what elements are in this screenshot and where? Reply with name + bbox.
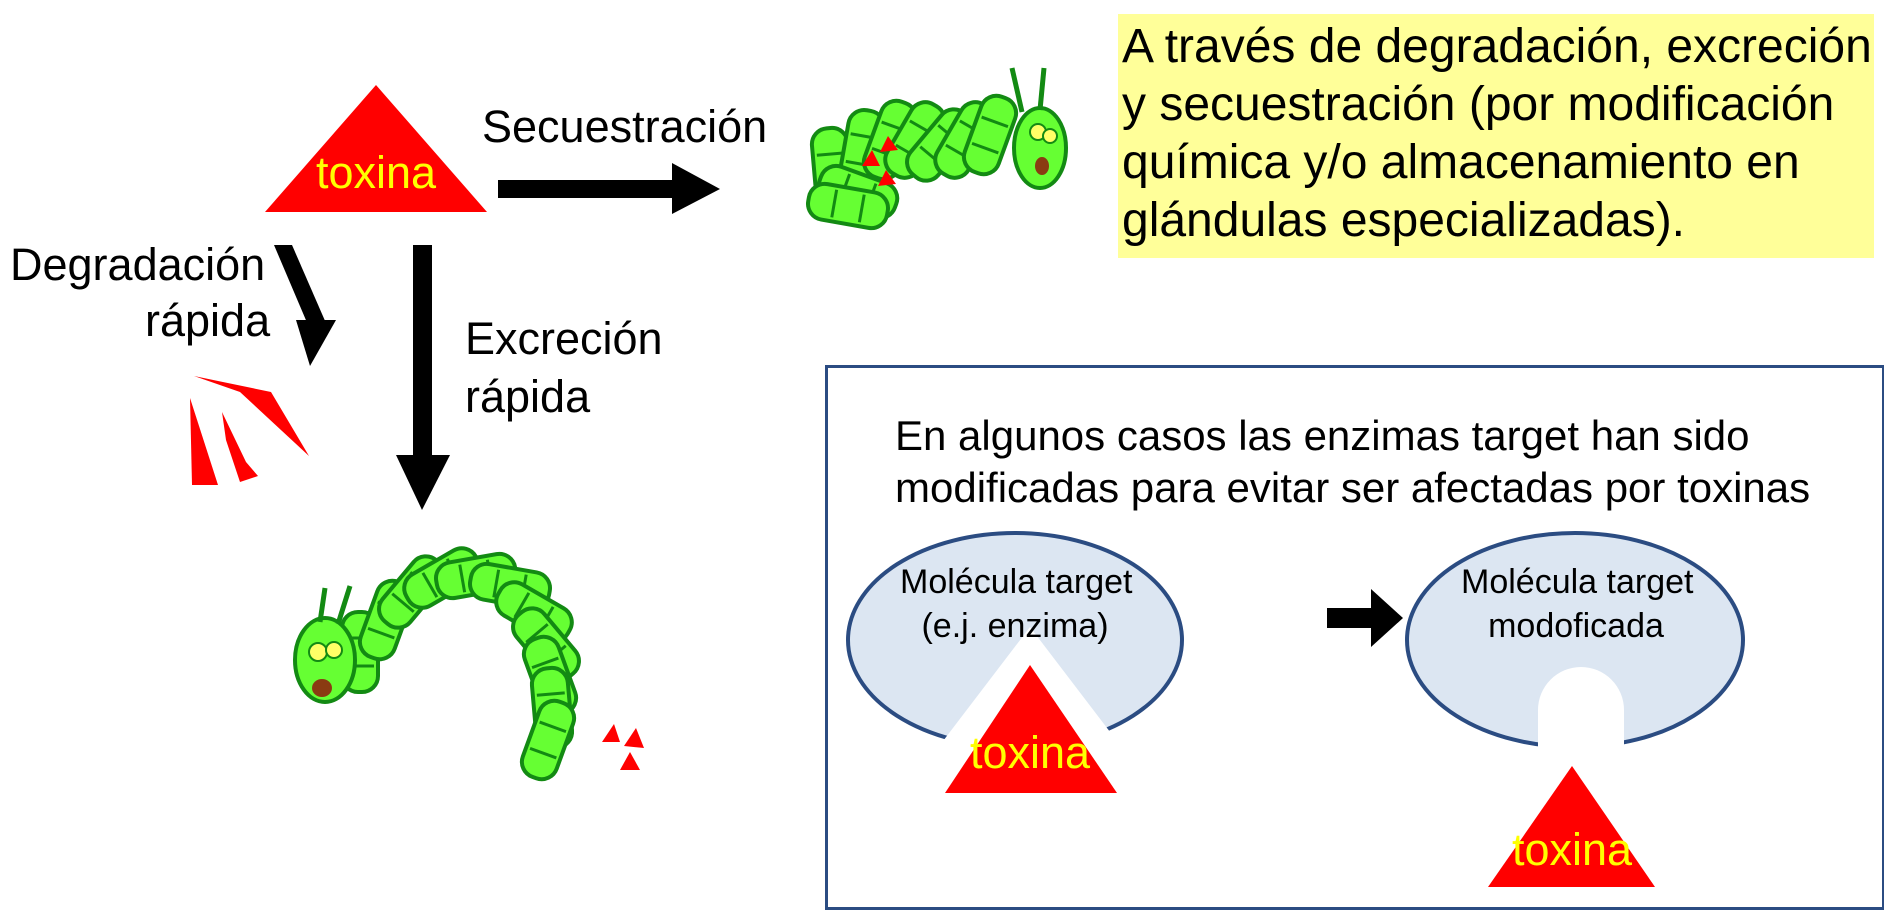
caterpillar-excretion <box>293 540 588 786</box>
excretion-label-line2: rápida <box>465 371 591 422</box>
bound-toxin-label: toxina <box>969 727 1091 778</box>
callout-line: y secuestración (por modificación <box>1122 78 1835 131</box>
sequestration-arrow <box>498 163 720 214</box>
mechanisms-callout: A través de degradación, excreción y sec… <box>1118 14 1874 258</box>
target-molecule-label-line1: Molécula target <box>900 563 1133 601</box>
unbound-toxin-triangle <box>1488 766 1655 887</box>
callout-line: A través de degradación, excreción <box>1122 20 1872 73</box>
excretion-arrow <box>396 245 450 510</box>
toxin-label: toxina <box>315 147 437 198</box>
modified-target-label: Molécula target modoficada <box>1461 560 1694 648</box>
degradation-arrow <box>274 245 336 366</box>
target-molecule-label-line2: (e.j. enzima) <box>921 607 1109 645</box>
modified-target-label-line1: Molécula target <box>1461 563 1694 601</box>
panel-line: modificadas para evitar ser afectadas po… <box>895 464 1811 511</box>
unbound-toxin-label: toxina <box>1511 824 1633 875</box>
degradation-label-line1: Degradación <box>10 239 266 290</box>
excreted-toxin-fragments <box>602 724 644 770</box>
callout-line: glándulas especializadas). <box>1122 194 1686 247</box>
modification-arrow <box>1327 589 1403 647</box>
degraded-toxin-fragments <box>190 376 309 485</box>
excretion-label-line1: Excreción <box>465 313 663 364</box>
toxin-triangle <box>265 85 487 212</box>
sequestration-label: Secuestración <box>482 101 768 152</box>
caterpillar-sequestration <box>803 67 1068 233</box>
panel-line: En algunos casos las enzimas target han … <box>895 412 1750 459</box>
panel-description: En algunos casos las enzimas target han … <box>895 410 1810 514</box>
degradation-label-line2: rápida <box>145 295 271 346</box>
panel-graphics <box>846 531 1745 887</box>
target-molecule-label: Molécula target (e.j. enzima) <box>900 560 1133 648</box>
modified-target-label-line2: modoficada <box>1488 607 1664 645</box>
bound-toxin-triangle <box>945 665 1117 793</box>
callout-line: química y/o almacenamiento en <box>1122 136 1800 189</box>
